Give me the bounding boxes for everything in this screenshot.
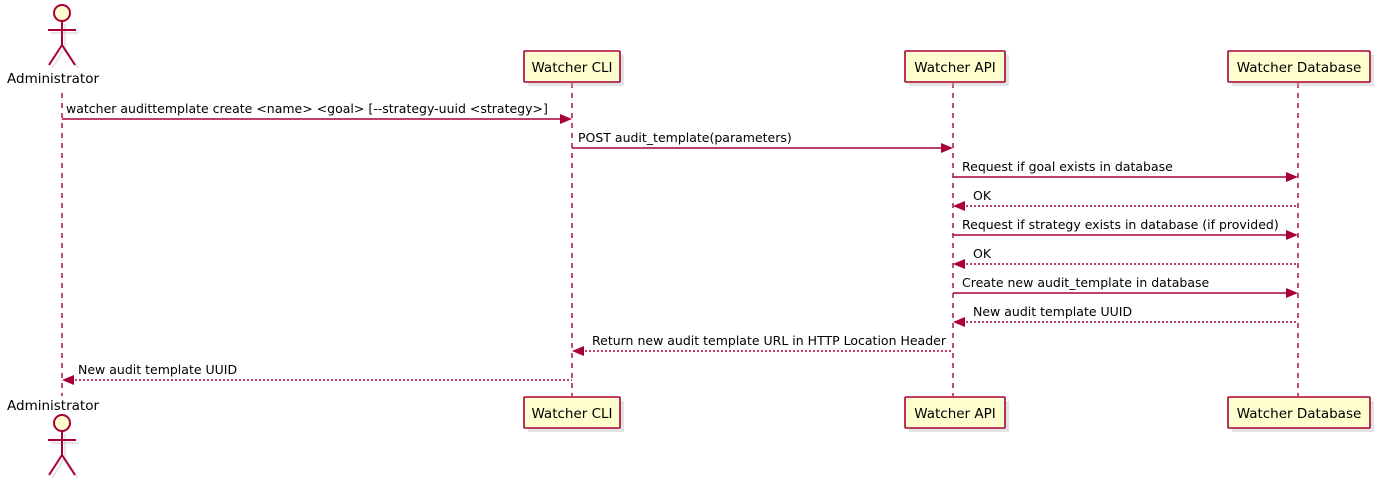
actor-leg-left xyxy=(48,454,63,476)
participant-box-watcher-api-top[interactable]: Watcher API xyxy=(904,50,1009,86)
message-label: New audit template UUID xyxy=(973,304,1132,319)
box-body xyxy=(523,396,621,429)
message-5[interactable]: Request if strategy exists in database (… xyxy=(953,217,1298,240)
lifelines xyxy=(61,83,1299,396)
message-label: New audit template UUID xyxy=(78,362,237,377)
message-9[interactable]: Return new audit template URL in HTTP Lo… xyxy=(572,333,953,356)
actor-head-icon xyxy=(53,4,71,22)
message-3[interactable]: Request if goal exists in database xyxy=(953,159,1298,182)
message-1[interactable]: watcher audittemplate create <name> <goa… xyxy=(62,101,572,124)
arrow-head-right xyxy=(1286,172,1298,182)
message-label: watcher audittemplate create <name> <goa… xyxy=(66,101,548,116)
arrow-head-right xyxy=(1286,230,1298,240)
participant-label-watcher-cli-top: Watcher CLI xyxy=(531,60,612,76)
participant-box-watcher-cli-top[interactable]: Watcher CLI xyxy=(523,50,624,86)
message-8[interactable]: New audit template UUID xyxy=(953,304,1298,327)
message-10[interactable]: New audit template UUID xyxy=(62,362,572,385)
arrow-head-right xyxy=(560,114,572,124)
arrow-head-left xyxy=(953,259,965,269)
arrow-head-left xyxy=(572,346,584,356)
actor-label-administrator-top: Administrator xyxy=(7,71,99,87)
participant-label-watcher-database-bottom: Watcher Database xyxy=(1237,406,1362,422)
message-7[interactable]: Create new audit_template in database xyxy=(953,275,1298,298)
box-body xyxy=(904,396,1006,429)
box-body xyxy=(1227,396,1371,429)
message-label: OK xyxy=(973,188,992,203)
message-label: OK xyxy=(973,246,992,261)
participant-label-watcher-api-bottom: Watcher API xyxy=(914,406,996,422)
actor-leg-left xyxy=(48,44,63,66)
arrow-head-left xyxy=(953,201,965,211)
participant-box-watcher-database-top[interactable]: Watcher Database xyxy=(1227,50,1374,86)
message-label: POST audit_template(parameters) xyxy=(578,130,792,145)
message-label: Request if goal exists in database xyxy=(962,159,1173,174)
participant-label-watcher-api-top: Watcher API xyxy=(914,60,996,76)
actor-label-administrator-bottom: Administrator xyxy=(7,398,99,414)
arrow-head-left xyxy=(953,317,965,327)
actor-head-icon xyxy=(53,414,71,432)
actor-leg-right xyxy=(61,44,76,66)
participant-label-watcher-cli-bottom: Watcher CLI xyxy=(531,406,612,422)
participant-box-watcher-database-bottom[interactable]: Watcher Database xyxy=(1227,396,1374,432)
message-4[interactable]: OK xyxy=(953,188,1298,211)
box-body xyxy=(523,50,621,83)
box-body xyxy=(1227,50,1371,83)
actor-leg-right xyxy=(61,454,76,476)
actor-administrator-top[interactable]: Administrator xyxy=(7,4,99,87)
actor-administrator-bottom[interactable]: Administrator xyxy=(7,398,99,479)
participant-box-watcher-api-bottom[interactable]: Watcher API xyxy=(904,396,1009,432)
message-label: Create new audit_template in database xyxy=(962,275,1209,290)
participant-box-watcher-cli-bottom[interactable]: Watcher CLI xyxy=(523,396,624,432)
arrow-head-left xyxy=(62,375,74,385)
message-label: Request if strategy exists in database (… xyxy=(962,217,1279,232)
message-6[interactable]: OK xyxy=(953,246,1298,269)
message-2[interactable]: POST audit_template(parameters) xyxy=(572,130,953,153)
participant-label-watcher-database-top: Watcher Database xyxy=(1237,60,1362,76)
message-label: Return new audit template URL in HTTP Lo… xyxy=(592,333,947,348)
arrow-head-right xyxy=(941,143,953,153)
arrow-head-right xyxy=(1286,288,1298,298)
box-body xyxy=(904,50,1006,83)
